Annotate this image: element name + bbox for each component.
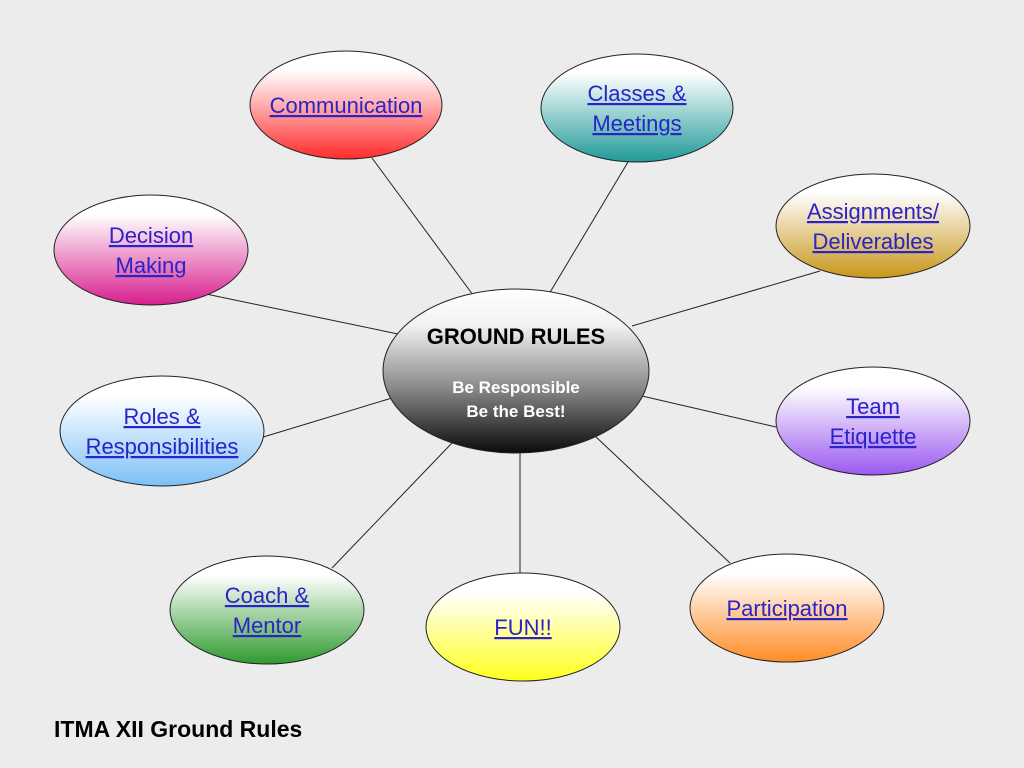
node-link-decision-making[interactable]: Decision (109, 223, 193, 248)
connector-roles-responsibilities (259, 397, 393, 439)
connector-team-etiquette (641, 395, 777, 428)
footer-title: ITMA XII Ground Rules (54, 716, 303, 742)
connector-participation (595, 436, 731, 564)
connector-lines (205, 157, 821, 573)
node-oval-assignments-deliverables[interactable] (775, 173, 971, 279)
node-coach-mentor[interactable]: Coach & Mentor (169, 555, 365, 665)
connector-assignments-deliverables (631, 270, 821, 327)
node-link-decision-making[interactable]: Making (116, 253, 187, 278)
node-link-classes-meetings[interactable]: Meetings (592, 111, 681, 136)
node-participation[interactable]: Participation (689, 553, 885, 663)
node-link-coach-mentor[interactable]: Mentor (233, 613, 301, 638)
node-link-team-etiquette[interactable]: Etiquette (830, 424, 917, 449)
node-link-classes-meetings[interactable]: Classes & (587, 81, 686, 106)
node-oval-fun[interactable] (425, 572, 621, 682)
node-oval-roles-responsibilities[interactable] (59, 375, 265, 487)
node-assignments-deliverables[interactable]: Assignments/Deliverables (775, 173, 971, 279)
node-oval-participation[interactable] (689, 553, 885, 663)
node-oval-team-etiquette[interactable] (775, 366, 971, 476)
connector-decision-making (205, 293, 399, 335)
node-oval-decision-making[interactable] (53, 194, 249, 306)
center-oval (382, 288, 650, 454)
node-link-fun[interactable]: FUN!! (494, 615, 551, 640)
center-subtitle-line: Be Responsible (452, 378, 580, 397)
node-link-communication[interactable]: Communication (270, 93, 423, 118)
connector-communication (371, 157, 474, 296)
node-link-participation[interactable]: Participation (726, 596, 847, 621)
node-oval-classes-meetings[interactable] (540, 53, 734, 163)
node-communication[interactable]: Communication (249, 50, 443, 160)
node-link-coach-mentor[interactable]: Coach & (225, 583, 310, 608)
connector-coach-mentor (331, 442, 453, 569)
node-link-roles-responsibilities[interactable]: Responsibilities (86, 434, 239, 459)
node-link-team-etiquette[interactable]: Team (846, 394, 900, 419)
connector-classes-meetings (548, 161, 629, 295)
node-oval-communication[interactable] (249, 50, 443, 160)
node-fun[interactable]: FUN!! (425, 572, 621, 682)
node-link-assignments-deliverables[interactable]: Assignments/ (807, 199, 940, 224)
node-oval-coach-mentor[interactable] (169, 555, 365, 665)
node-classes-meetings[interactable]: Classes & Meetings (540, 53, 734, 163)
node-link-assignments-deliverables[interactable]: Deliverables (812, 229, 933, 254)
center-title: GROUND RULES (427, 324, 605, 349)
center-subtitle-line: Be the Best! (466, 402, 565, 421)
node-roles-responsibilities[interactable]: Roles & Responsibilities (59, 375, 265, 487)
node-link-roles-responsibilities[interactable]: Roles & (123, 404, 200, 429)
center-node: GROUND RULES Be Responsible Be the Best! (382, 288, 650, 454)
topic-nodes: Communication Classes & MeetingsAssignment… (53, 50, 971, 682)
